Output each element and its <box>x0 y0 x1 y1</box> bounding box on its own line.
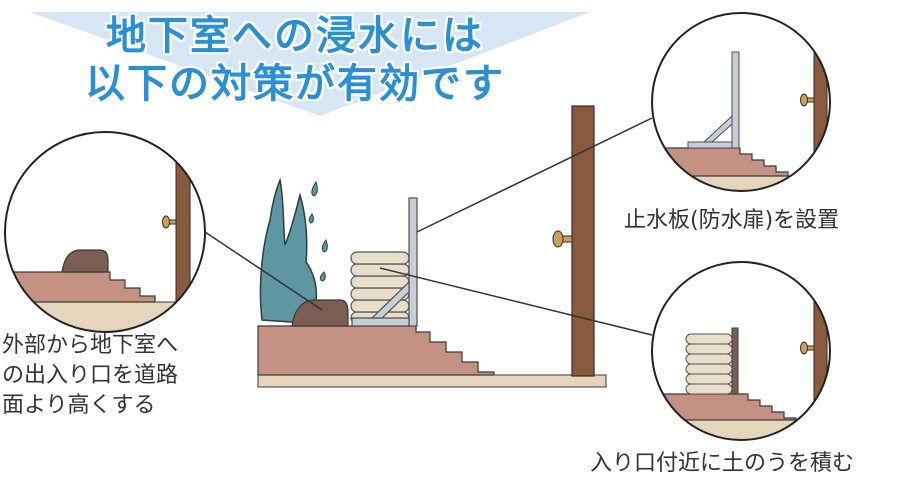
water-drop <box>311 180 318 197</box>
detail-circle-sandbags <box>651 261 831 441</box>
title-line-2: 以下の対策が有効です <box>85 61 505 107</box>
leader-line <box>379 267 653 336</box>
caption-raised-entrance: 外部から地下室へ の出入り口を道路 面より高くする <box>2 331 178 421</box>
door-knob <box>552 230 573 248</box>
water-drop <box>308 213 314 224</box>
caption-line: 外部から地下室へ <box>2 333 179 358</box>
title-line-1: 地下室への浸水には <box>106 13 484 59</box>
detail-circle-barrier <box>651 12 831 192</box>
water-drop <box>319 271 326 282</box>
caption-line: の出入り口を道路 <box>2 363 179 388</box>
caption-sandbags: 入り口付近に土のうを積む <box>590 451 855 476</box>
ground <box>257 374 607 388</box>
flood-barrier <box>351 197 418 327</box>
leader-line <box>416 117 653 233</box>
caption-barrier: 止水板(防水扉)を設置 <box>624 208 840 233</box>
leader-line <box>204 231 323 311</box>
caption-line: 面より高くする <box>2 393 156 418</box>
soil-mound <box>291 299 349 327</box>
water-drop <box>321 238 328 253</box>
door <box>571 105 595 377</box>
detail-circle-raised-entrance <box>4 131 206 333</box>
main-scene <box>257 105 607 388</box>
water-splash <box>259 177 322 325</box>
raised-staircase <box>257 325 495 376</box>
title-banner <box>30 12 590 116</box>
